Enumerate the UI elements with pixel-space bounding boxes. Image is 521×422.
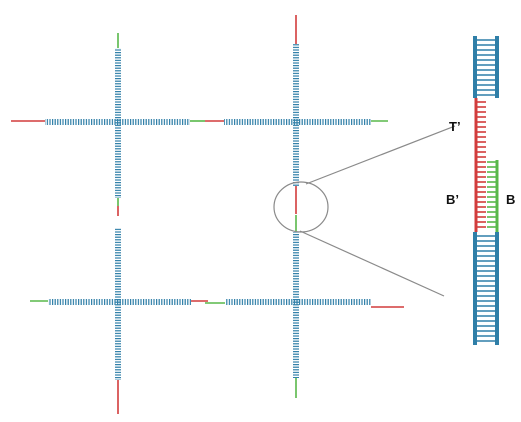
- arm-vertical: [293, 44, 299, 186]
- strand-green: [487, 160, 499, 232]
- zoom-line-bottom: [299, 230, 445, 297]
- strand-red: [474, 98, 486, 232]
- junction-top-left: [11, 33, 205, 216]
- arm-vertical: [115, 228, 121, 380]
- junction-bottom-left: [30, 228, 208, 414]
- zoom-line-top: [305, 125, 456, 185]
- arm-vertical: [293, 232, 299, 378]
- junction-bottom-right: [205, 215, 404, 398]
- lattice: [11, 15, 404, 414]
- zoom-circle: [273, 181, 329, 233]
- arm-vertical: [115, 48, 121, 198]
- label-b: B: [506, 192, 515, 207]
- magnified-helix: [473, 36, 499, 345]
- duplex-top: [473, 36, 499, 98]
- zoom-callout: [273, 125, 456, 297]
- duplex-bottom: [473, 232, 499, 345]
- junction-top-right: [205, 15, 388, 214]
- label-b-prime: B’: [446, 192, 459, 207]
- label-t-prime: T’: [449, 119, 461, 134]
